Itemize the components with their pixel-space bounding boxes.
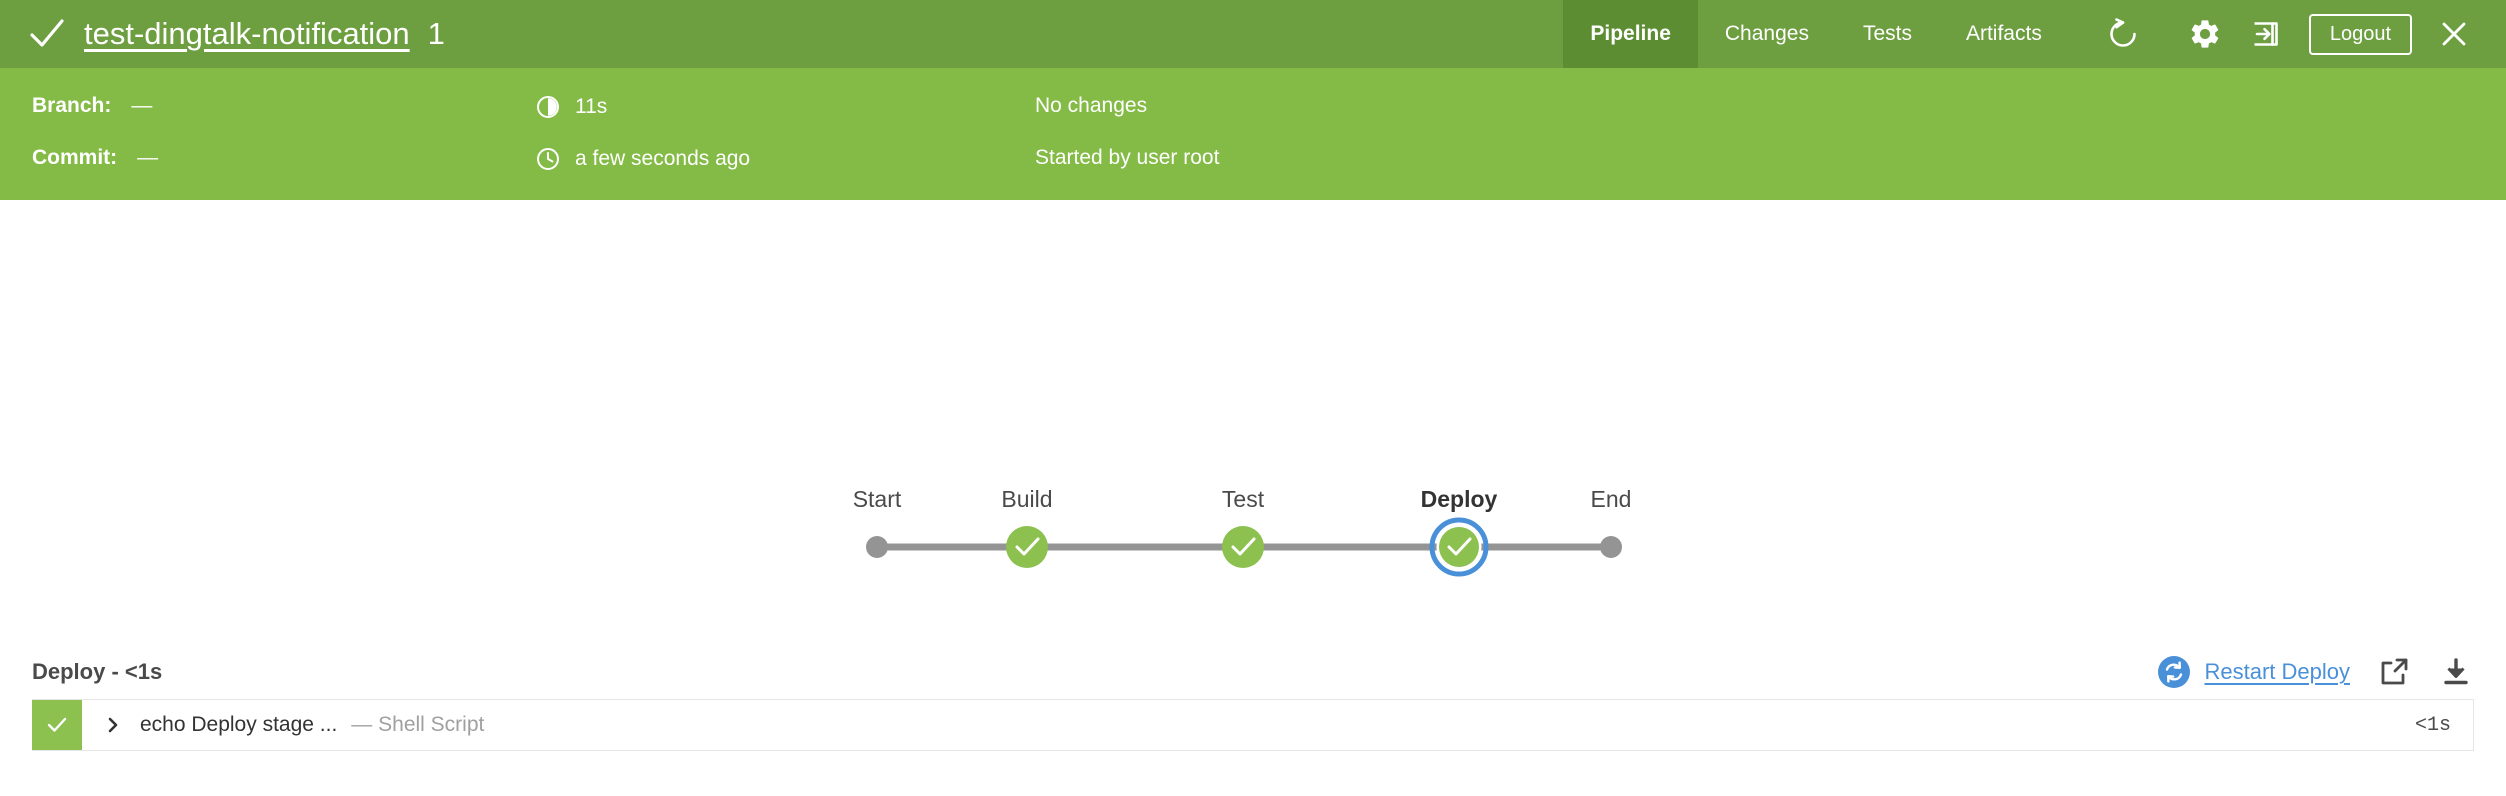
restart-icon[interactable] (2157, 655, 2191, 689)
build-number: 1 (427, 16, 445, 51)
stage-node-end (1600, 536, 1622, 558)
pipeline-name-link[interactable]: test-dingtalk-notification (84, 16, 410, 51)
stage-node-test (1222, 526, 1264, 568)
cause-info: Started by user root (1035, 146, 1219, 170)
header-actions: Logout (2069, 8, 2506, 60)
tab-artifacts[interactable]: Artifacts (1965, 22, 2042, 45)
commit-info: Commit: — (32, 146, 158, 170)
header-left-group: test-dingtalk-notification 1 (0, 0, 1563, 68)
start-time-info: a few seconds ago (535, 146, 750, 172)
stage-check-test (1231, 537, 1256, 556)
changes-info: No changes (1035, 94, 1147, 118)
gear-icon[interactable] (2179, 8, 2231, 60)
logout-button[interactable]: Logout (2308, 13, 2412, 55)
step-list: echo Deploy stage ... — Shell Script <1s (32, 699, 2474, 751)
stage-node-deploy (1439, 527, 1479, 567)
tab-pipeline[interactable]: Pipeline (1563, 0, 1698, 68)
pipeline-graph: Start Build Test Deploy End (0, 200, 2506, 640)
stage-check-deploy (1447, 537, 1472, 556)
stage-result-title: Deploy - <1s (32, 659, 163, 684)
download-icon[interactable] (2438, 654, 2474, 690)
step-row[interactable]: echo Deploy stage ... — Shell Script <1s (32, 699, 2474, 751)
commit-value: — (137, 146, 159, 169)
app-header: test-dingtalk-notification 1 Pipeline Ch… (0, 0, 2506, 68)
external-link-icon[interactable] (2376, 654, 2412, 690)
stage-node-build (1006, 526, 1048, 568)
step-status-check-icon (32, 700, 82, 750)
tab-tests[interactable]: Tests (1862, 22, 1912, 45)
duration-info: 11s (535, 94, 607, 120)
branch-value: — (131, 94, 153, 117)
step-body[interactable]: echo Deploy stage ... — Shell Script (82, 700, 2415, 750)
run-metadata-bar: Branch: — Commit: — 11s a few seconds ag… (0, 68, 2506, 200)
stage-label-start: Start (853, 486, 902, 512)
stage-label-test: Test (1222, 486, 1265, 512)
exit-to-app-icon[interactable] (2239, 8, 2291, 60)
stage-label-build: Build (1001, 486, 1052, 512)
restart-stage-link[interactable]: Restart Deploy (2204, 659, 2350, 684)
duration-icon (535, 94, 561, 120)
commit-label: Commit: (32, 146, 118, 169)
run-cause-value: Started by user root (1035, 146, 1220, 169)
start-time-value: a few seconds ago (575, 147, 751, 170)
tab-changes[interactable]: Changes (1724, 22, 1809, 45)
stage-node-start (866, 536, 888, 558)
clock-icon (535, 146, 561, 172)
branch-label: Branch: (32, 94, 112, 117)
close-icon[interactable] (2428, 8, 2480, 60)
chevron-right-icon[interactable] (102, 714, 124, 736)
replay-icon[interactable] (2097, 8, 2149, 60)
changes-value: No changes (1035, 94, 1148, 117)
stage-selection-ring-deploy (1429, 517, 1489, 577)
step-type-label: — Shell Script (351, 713, 485, 736)
step-label: echo Deploy stage ... (140, 713, 338, 736)
duration-value: 11s (575, 95, 608, 118)
step-duration: <1s (2414, 713, 2451, 737)
stage-label-end: End (1591, 486, 1632, 512)
stage-result-actions: Restart Deploy (2157, 654, 2474, 690)
stage-result-header: Deploy - <1s Restart Deploy (0, 648, 2506, 696)
build-status-check-icon (26, 13, 68, 55)
stage-label-deploy: Deploy (1421, 486, 1498, 512)
header-tabs: Pipeline Changes Tests Artifacts (1563, 0, 2068, 68)
pipeline-graph-svg: Start Build Test Deploy End (853, 486, 1632, 577)
stage-check-build (1015, 537, 1040, 556)
branch-info: Branch: — (32, 94, 152, 118)
